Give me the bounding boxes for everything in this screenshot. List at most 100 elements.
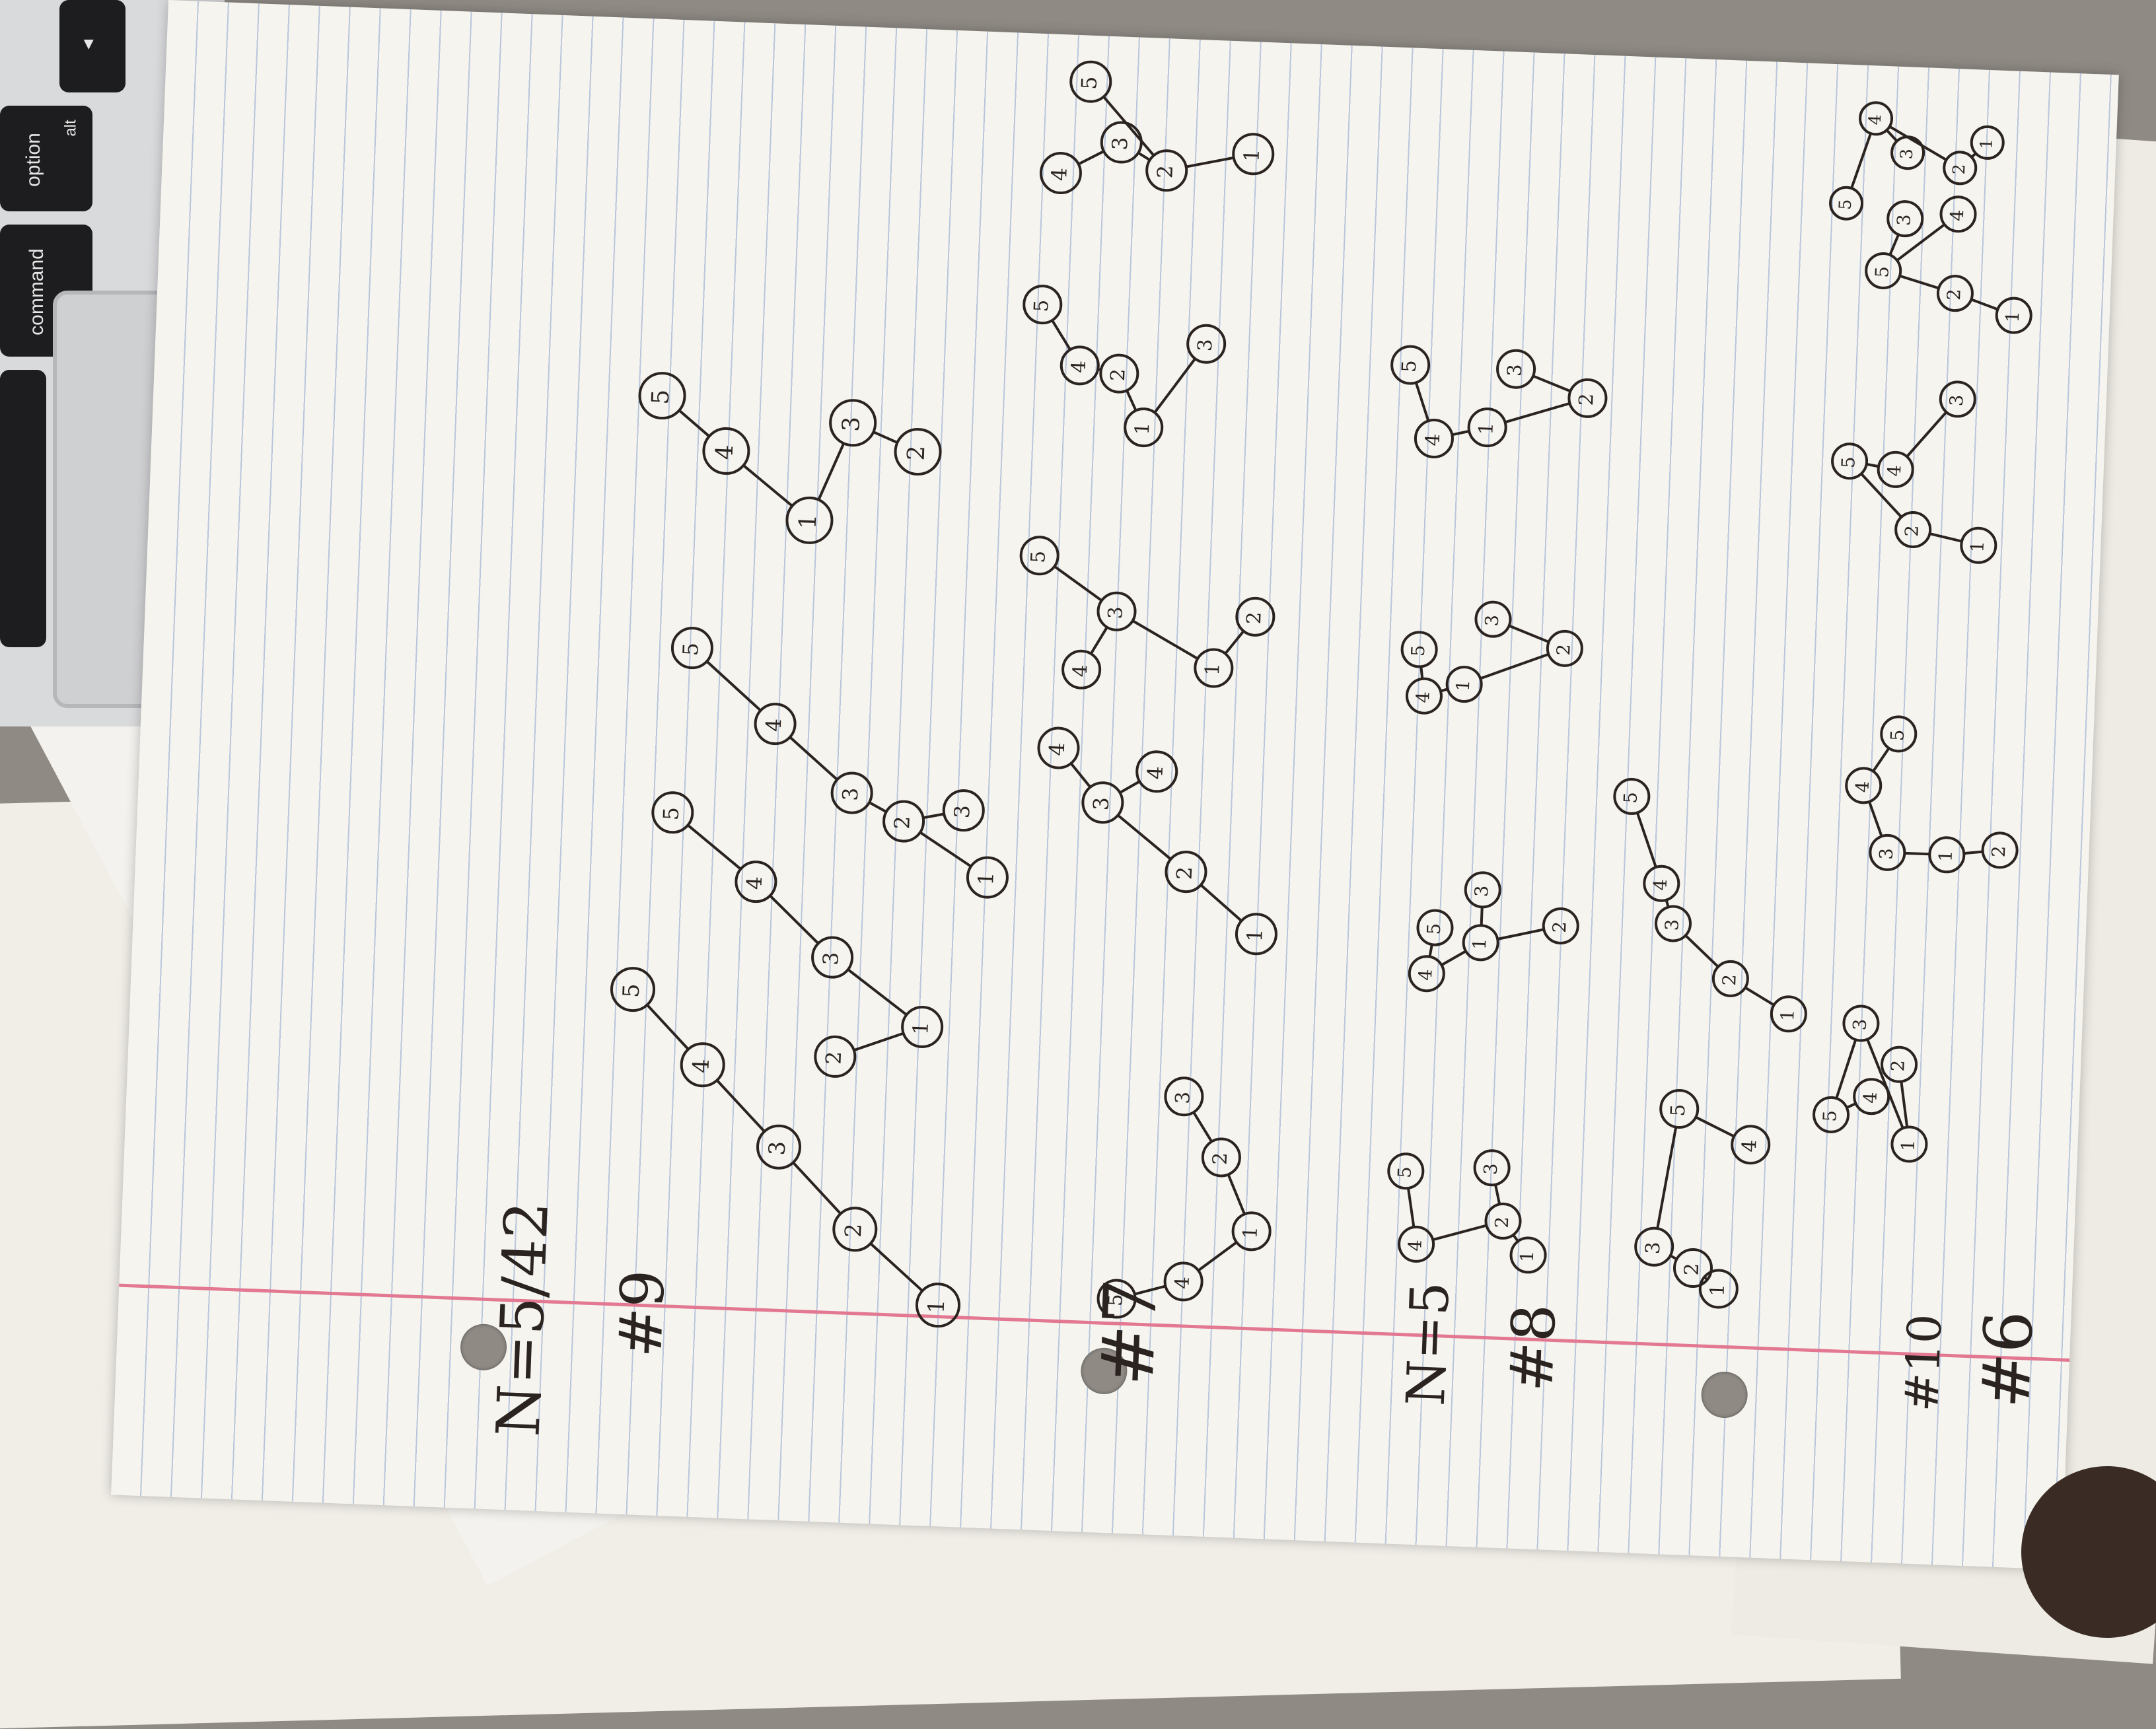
tree-node-label: 2: [1989, 845, 2010, 858]
tree-node-circle: [1023, 285, 1063, 325]
tree-edge: [847, 968, 908, 1016]
tree-node-label: 2: [1888, 1059, 1909, 1072]
tree-edge: [1493, 1184, 1501, 1205]
tree-edge: [1888, 125, 1947, 161]
tree-node-label: 4: [1738, 1139, 1761, 1152]
tree-node-label: 2: [1719, 974, 1741, 987]
tree-node-label: 5: [1026, 550, 1050, 563]
tree-node-circle: [1060, 345, 1100, 386]
tree-node-circle: [1408, 955, 1445, 993]
tree-edge: [789, 736, 838, 781]
tree-node-label: 4: [1413, 691, 1434, 703]
tree-edge: [1866, 1038, 1904, 1129]
tree-node-circle: [1865, 252, 1902, 289]
tree-node-circle: [1711, 960, 1749, 997]
tree-node-label: 5: [1408, 645, 1429, 657]
tree-node-circle: [1473, 1149, 1511, 1187]
tree-edge: [1885, 129, 1898, 142]
tree-edge: [1069, 762, 1092, 789]
tree-node-circle: [1770, 995, 1807, 1033]
tree-node-circle: [942, 789, 985, 832]
tree-node-label: 2: [1902, 525, 1923, 538]
tree-node-label: 2: [1153, 164, 1178, 178]
tree-node-label: 4: [1416, 969, 1437, 981]
tree-edge: [769, 894, 820, 944]
tree-node-circle: [832, 1207, 878, 1252]
tree-node-label: 2: [840, 1223, 867, 1238]
tree-node-label: 5: [1620, 792, 1641, 804]
tree-node-circle: [1201, 1137, 1241, 1178]
tree-node-circle: [1939, 380, 1976, 418]
tree-node-circle: [1890, 135, 1925, 170]
tree-node-circle: [1398, 1225, 1435, 1263]
tree-node-circle: [1981, 831, 2019, 869]
tree-node-circle: [1943, 151, 1978, 186]
tree-edge: [1899, 274, 1939, 290]
tree-edge: [869, 801, 887, 813]
tree-node-label: 2: [1554, 644, 1575, 656]
tree-node-label: 2: [1208, 1152, 1231, 1165]
tree-node-label: 2: [903, 445, 931, 461]
tree-node-circle: [1163, 1261, 1204, 1302]
tree-node-label: 1: [1474, 422, 1497, 435]
tree-edge: [1900, 1081, 1909, 1127]
section-label: #10: [1894, 1313, 1953, 1413]
tree-node-circle: [1096, 1279, 1137, 1319]
tree-node-label: 1: [1239, 1226, 1262, 1239]
tree-node-label: 4: [1650, 878, 1671, 891]
tree-node-label: 1: [1898, 1139, 1920, 1152]
section-label: #9: [606, 1269, 678, 1359]
tree-node-label: 4: [1069, 664, 1092, 678]
tree-node-label: 1: [909, 1021, 933, 1035]
tree-node-label: 1: [1243, 928, 1268, 942]
tree-node-circle: [1970, 125, 2005, 160]
tree-edge: [1200, 884, 1242, 922]
tree-node-label: 1: [794, 514, 822, 530]
tree-node-circle: [1186, 324, 1227, 364]
tree-node-circle: [754, 703, 797, 746]
tree-node-circle: [1613, 777, 1651, 815]
tree-node-circle: [1853, 1078, 1890, 1115]
tree-node-label: 2: [1680, 1263, 1704, 1276]
tree-node-label: 1: [1470, 938, 1491, 950]
tree-node-circle: [1484, 1202, 1522, 1240]
tree-node-circle: [1936, 275, 1974, 312]
tree-node-label: 1: [923, 1299, 950, 1314]
tree-node-label: 1: [1453, 680, 1474, 692]
tree-edge: [1153, 357, 1196, 413]
tree-node-label: 5: [1394, 1166, 1416, 1179]
tree-node-label: 3: [839, 787, 863, 801]
tree-node-label: 5: [1077, 76, 1102, 90]
tree-edge: [1428, 944, 1433, 957]
tree-edge: [1860, 472, 1902, 518]
tree-node-label: 2: [1949, 164, 1969, 175]
tree-node-label: 3: [1876, 848, 1897, 861]
tree-node-label: 1: [974, 872, 999, 886]
tree-edge: [1414, 382, 1430, 421]
tree-edge: [1134, 1285, 1167, 1296]
tree-node-circle: [651, 791, 694, 834]
tree-edge: [1451, 429, 1470, 437]
tree-node-circle: [1845, 767, 1883, 804]
tree-node-circle: [1659, 1089, 1700, 1129]
tree-node-label: 3: [1897, 149, 1917, 160]
tree-edge: [687, 824, 742, 870]
thumb: [2021, 1466, 2156, 1638]
tree-node-circle: [1231, 1211, 1272, 1252]
tree-edge: [1896, 223, 1946, 262]
tree-node-label: 4: [1852, 781, 1873, 793]
tree-node-circle: [1894, 511, 1932, 548]
tree-node-circle: [1164, 1076, 1204, 1117]
tree-node-circle: [1445, 666, 1483, 703]
tree-node-circle: [1698, 1269, 1739, 1309]
tree-node-circle: [670, 627, 713, 670]
tree-node-label: 5: [1872, 266, 1893, 279]
tree-edge: [1504, 402, 1571, 424]
tree-edge: [1192, 1112, 1213, 1143]
tree-node-label: 4: [1947, 209, 1968, 222]
tree-node-label: 3: [1662, 919, 1683, 931]
tree-node-label: 1: [1967, 540, 1988, 553]
tree-edge: [1497, 928, 1544, 940]
tree-edge: [1137, 151, 1151, 162]
tree-node-circle: [1416, 909, 1454, 946]
